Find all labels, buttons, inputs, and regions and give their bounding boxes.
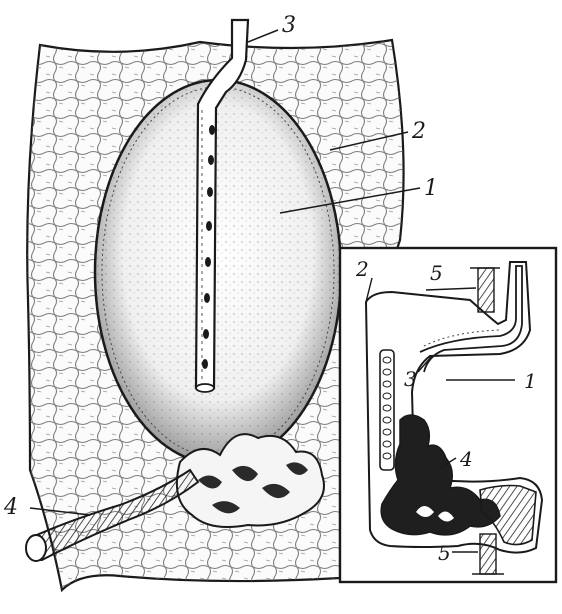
label-2: 2	[411, 119, 426, 144]
sac	[95, 80, 341, 464]
inset-label-2: 2	[355, 257, 369, 281]
label-1: 1	[424, 176, 438, 201]
inset-label-3: 3	[404, 367, 417, 391]
inset-label-5-top: 5	[430, 261, 443, 285]
inset-panel: 1 2 3 4 5 5	[340, 248, 556, 582]
label-3: 3	[282, 13, 296, 38]
inset-label-4: 4	[459, 447, 473, 471]
inset-label-5-bottom: 5	[438, 541, 451, 565]
label-4: 4	[3, 495, 18, 520]
inset-label-1: 1	[524, 369, 537, 393]
